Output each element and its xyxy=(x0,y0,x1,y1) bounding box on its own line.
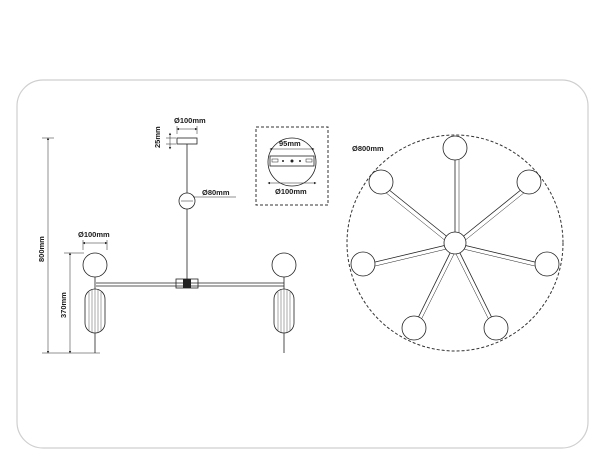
overall-height-label: 800mm xyxy=(37,236,46,262)
left-globe xyxy=(82,252,108,278)
arm-hub-core xyxy=(183,279,191,288)
left-lamp xyxy=(82,252,108,353)
mount-bracket xyxy=(269,155,315,167)
outer-frame xyxy=(16,79,589,449)
right-lamp xyxy=(271,252,297,353)
top-globe-1 xyxy=(442,135,468,161)
shade-diameter-label: Ø100mm xyxy=(78,230,110,239)
center-ball-diameter-label: Ø80mm xyxy=(202,188,230,197)
canopy xyxy=(176,137,198,145)
top-view: Ø800mm xyxy=(346,134,564,352)
top-globe-2 xyxy=(516,169,542,195)
side-elevation: Ø100mm 25mm Ø80mm Ø100mm 800mm 370mm xyxy=(37,116,297,354)
arm-drop-label: 370mm xyxy=(59,292,68,318)
top-globe-4 xyxy=(483,315,509,341)
top-globe-3 xyxy=(534,251,560,277)
top-globe-6 xyxy=(350,251,376,277)
top-view-arms xyxy=(370,160,540,321)
overall-diameter-label: Ø800mm xyxy=(352,144,384,153)
canopy-height-label: 25mm xyxy=(153,126,162,148)
overall-diameter-circle xyxy=(346,134,564,352)
top-view-hub xyxy=(443,231,467,255)
mount-diameter-label: Ø100mm xyxy=(275,187,307,196)
mount-detail-frame xyxy=(255,126,329,206)
mount-detail: 95mm Ø100mm xyxy=(255,126,329,206)
top-globe-5 xyxy=(401,315,427,341)
canopy-diameter-label: Ø100mm xyxy=(174,116,206,125)
mount-plate xyxy=(267,137,317,187)
mount-width-label: 95mm xyxy=(279,139,301,148)
right-globe xyxy=(271,252,297,278)
top-globe-7 xyxy=(368,169,394,195)
